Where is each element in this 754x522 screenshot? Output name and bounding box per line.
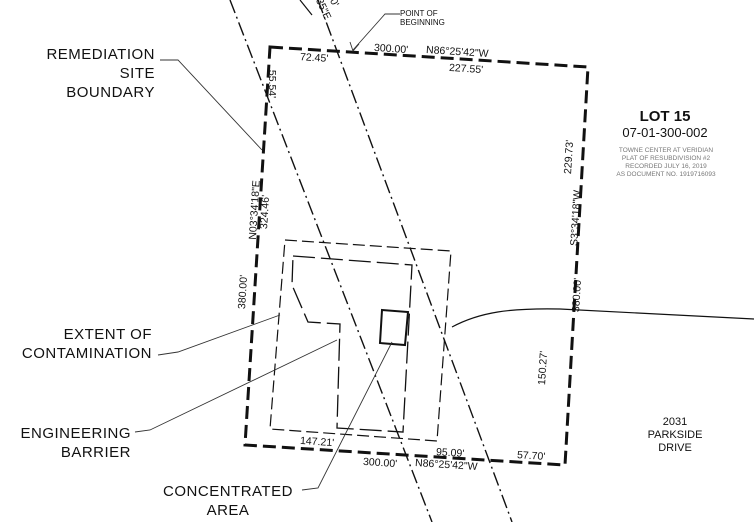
label-line: BEGINNING [400,18,445,27]
dim-left-mid: 324.46' [258,194,273,230]
engineering-barrier [291,255,413,433]
label-line: BARRIER [60,444,131,461]
dim-bottom-mid: 95.09' [435,446,465,460]
note-line: RECORDED JULY 16, 2019 [625,163,707,170]
label-line: CONTAMINATION [21,345,152,362]
note-line: TOWNE CENTER AT VERIDIAN [618,147,714,154]
dim-right-top: 229.73' [562,139,577,175]
dim-left-top: 55.54' [266,69,279,99]
dim-top-right: 227.55' [448,61,484,77]
pob-arrow-icon [349,41,360,52]
dim-top-total: 300.00' [373,41,409,57]
address: 2031 PARKSIDE DRIVE [630,416,720,455]
label-line: POINT OF [400,9,438,18]
barrier-label: ENGINEERING BARRIER [0,424,131,462]
lot-title: LOT 15 [639,108,691,125]
label-line: REMEDIATION [46,46,155,63]
address-line: PARKSIDE [647,429,703,441]
dim-right-total: 380.00' [570,277,585,313]
dim-bottom-right: 57.70' [516,449,546,463]
address-line: 2031 [662,416,688,428]
property-line-curve [451,308,754,328]
remediation-site-boundary [243,45,590,467]
easement-line-right [317,0,513,522]
label-line: ENGINEERING [20,425,131,442]
dim-top-left: 72.45' [299,51,329,65]
remediation-label: REMEDIATION SITE BOUNDARY [20,45,155,102]
label-line: CONCENTRATED [163,483,293,500]
dim-bottom-total: 300.00' [362,455,398,471]
address-line: DRIVE [658,442,692,454]
lot-pin: 07-01-300-002 [622,125,708,140]
concentrated-label: CONCENTRATED AREA [158,482,298,520]
remediation-leader [160,59,263,151]
pob-label: POINT OF BEGINNING [400,9,460,27]
dim-right-bottom: 150.27' [536,350,551,386]
extent-label: EXTENT OF CONTAMINATION [10,325,152,363]
lot-info: LOT 15 07-01-300-002 [610,108,720,140]
lot-note: TOWNE CENTER AT VERIDIAN PLAT OF RESUBDI… [616,147,716,179]
note-line: AS DOCUMENT NO. 1919716093 [616,171,716,178]
dim-bottom-left: 147.21' [299,434,335,450]
label-line: BOUNDARY [66,84,155,101]
dim-left-total: 380.00' [236,274,251,310]
extent-leader [157,314,281,356]
extent-of-contamination [269,239,452,442]
easement-line-left [229,0,433,522]
barrier-leader [134,339,338,433]
label-line: EXTENT OF [63,326,152,343]
label-line: SITE [119,65,155,82]
concentrated-area [378,308,410,347]
note-line: PLAT OF RESUBDIVISION #2 [621,155,711,162]
label-line: AREA [206,502,250,519]
concentrated-leader [301,341,393,491]
pob-leader [352,13,400,51]
rail-top-line [299,0,313,16]
